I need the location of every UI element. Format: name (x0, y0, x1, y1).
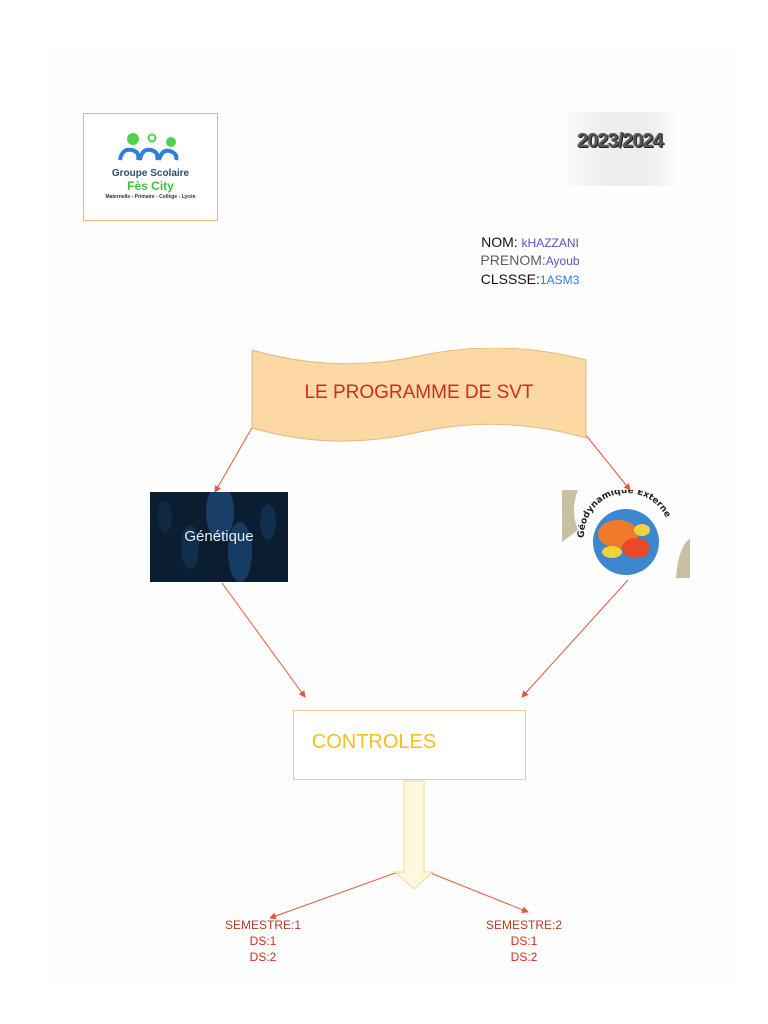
school-logo: Groupe Scolaire Fès City Maternelle - Pr… (83, 113, 218, 221)
genetics-image: Génétique (150, 492, 288, 582)
semester-1-ds1: DS:1 (249, 934, 277, 948)
arrow-to-semester1 (269, 871, 399, 920)
student-prenom: PRENOM:Ayoub (440, 252, 620, 268)
classe-label: CLSSSE: (480, 271, 540, 287)
arrow-to-geodynamics (584, 433, 631, 491)
semester-1-ds2: DS:2 (249, 950, 277, 964)
semester-2: SEMESTRE:2 DS:1 DS:2 (464, 917, 584, 965)
semester-1: SEMESTRE:1 DS:1 DS:2 (203, 917, 323, 965)
arrow-to-genetics (214, 425, 254, 493)
semester-2-ds2: DS:2 (510, 950, 538, 964)
down-block-arrow (393, 780, 435, 890)
prenom-value: Ayoub (545, 254, 580, 268)
year-backdrop (560, 112, 680, 186)
program-banner (251, 348, 587, 442)
semester-1-title: SEMESTRE:1 (224, 918, 302, 932)
semester-2-title: SEMESTRE:2 (485, 918, 563, 932)
school-year: 2023/2024 (577, 130, 664, 152)
arrow-geodynamics-to-controles (521, 579, 629, 698)
svg-text:Géodynamique Externe: Géodynamique Externe (576, 490, 672, 538)
controles-title: CONTROLES (311, 731, 437, 753)
nom-label: NOM: (481, 234, 518, 250)
school-levels: Maternelle - Primaire - Collège - Lycée (105, 194, 196, 200)
globe-icon (562, 490, 690, 578)
program-title: LE PROGRAMME DE SVT (304, 382, 534, 403)
school-logo-icon (118, 133, 179, 161)
classe-value: 1ASM3 (539, 273, 580, 287)
school-name: Groupe Scolaire (111, 168, 190, 179)
semester-2-ds1: DS:1 (510, 934, 538, 948)
geodynamics-label: Géodynamique Externe (576, 490, 672, 538)
arrow-genetics-to-controles (221, 582, 306, 698)
nom-value: kHAZZANI (521, 236, 579, 250)
school-city: Fès City (127, 179, 174, 193)
genetics-label: Génétique (184, 528, 254, 545)
geodynamics-arc-label: Géodynamique Externe (576, 490, 672, 538)
student-nom: NOM: kHAZZANI (440, 234, 620, 250)
controles-box: CONTROLES (293, 710, 526, 780)
prenom-label: PRENOM: (480, 252, 546, 268)
geodynamics-image: Géodynamique Externe (562, 490, 690, 578)
chromosome-icon (150, 492, 288, 582)
student-classe: CLSSSE:1ASM3 (440, 271, 620, 287)
arrow-to-semester2 (427, 871, 529, 914)
